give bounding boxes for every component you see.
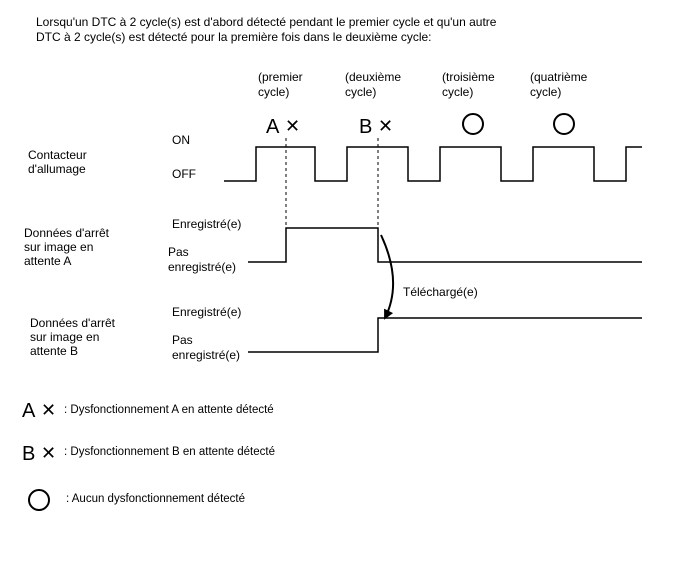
- cycle-4-label-line-1: (quatrième: [530, 70, 588, 84]
- cycle-2-label-line-2: cycle): [345, 85, 376, 99]
- freeze-b-stored-label: Enregistré(e): [172, 305, 241, 319]
- cycle-2-marker-letter: B: [359, 116, 372, 138]
- freeze-b-signal: [248, 317, 642, 353]
- legend-a-marker-cross: ✕: [41, 400, 56, 420]
- transfer-arrow: [380, 234, 394, 320]
- legend-no-malfunction-circle: [28, 489, 50, 511]
- freeze-b-label-line-2: sur image en: [30, 330, 99, 344]
- cycle-3-label-line-2: cycle): [442, 85, 473, 99]
- ignition-label-line-2: d'allumage: [28, 162, 86, 176]
- legend-b-marker-cross: ✕: [41, 443, 56, 463]
- cycle-2-marker-cross: ✕: [378, 116, 393, 136]
- legend-b-marker-letter: B: [22, 443, 35, 465]
- freeze-a-label-line-3: attente A: [24, 254, 71, 268]
- ignition-on-label: ON: [172, 133, 190, 147]
- cycle-3-no-malfunction-circle: [462, 113, 484, 135]
- freeze-b-not-stored-line-1: Pas: [172, 333, 193, 347]
- ignition-label-line-1: Contacteur: [28, 148, 87, 162]
- legend-a-text: : Dysfonctionnement A en attente détecté: [64, 404, 274, 416]
- ignition-off-label: OFF: [172, 167, 196, 181]
- freeze-b-not-stored-line-2: enregistré(e): [172, 348, 240, 362]
- legend-b-text: : Dysfonctionnement B en attente détecté: [64, 446, 275, 458]
- freeze-b-label-line-3: attente B: [30, 344, 78, 358]
- cycle-1-marker-cross: ✕: [285, 116, 300, 136]
- freeze-a-not-stored-line-2: enregistré(e): [168, 260, 236, 274]
- cycle-4-no-malfunction-circle: [553, 113, 575, 135]
- title-line-1: Lorsqu'un DTC à 2 cycle(s) est d'abord d…: [36, 15, 497, 29]
- cycle-1-label-line-1: (premier: [258, 70, 303, 84]
- cycle-4-label-line-2: cycle): [530, 85, 561, 99]
- cycle-3-label-line-1: (troisième: [442, 70, 495, 84]
- legend-no-malfunction-text: : Aucun dysfonctionnement détecté: [66, 493, 245, 505]
- ignition-signal-waveform: [224, 146, 642, 182]
- freeze-a-not-stored-line-1: Pas: [168, 245, 189, 259]
- freeze-a-stored-label: Enregistré(e): [172, 217, 241, 231]
- cycle-1-label-line-2: cycle): [258, 85, 289, 99]
- freeze-a-signal: [248, 227, 642, 263]
- cycle-1-marker-letter: A: [266, 116, 280, 138]
- freeze-a-label-line-2: sur image en: [24, 240, 93, 254]
- title-line-2: DTC à 2 cycle(s) est détecté pour la pre…: [36, 30, 432, 44]
- legend-a-marker-letter: A: [22, 400, 36, 422]
- freeze-a-label-line-1: Données d'arrêt: [24, 226, 110, 240]
- cycle-2-label-line-1: (deuxième: [345, 70, 401, 84]
- transfer-label: Téléchargé(e): [403, 285, 478, 299]
- freeze-b-label-line-1: Données d'arrêt: [30, 316, 116, 330]
